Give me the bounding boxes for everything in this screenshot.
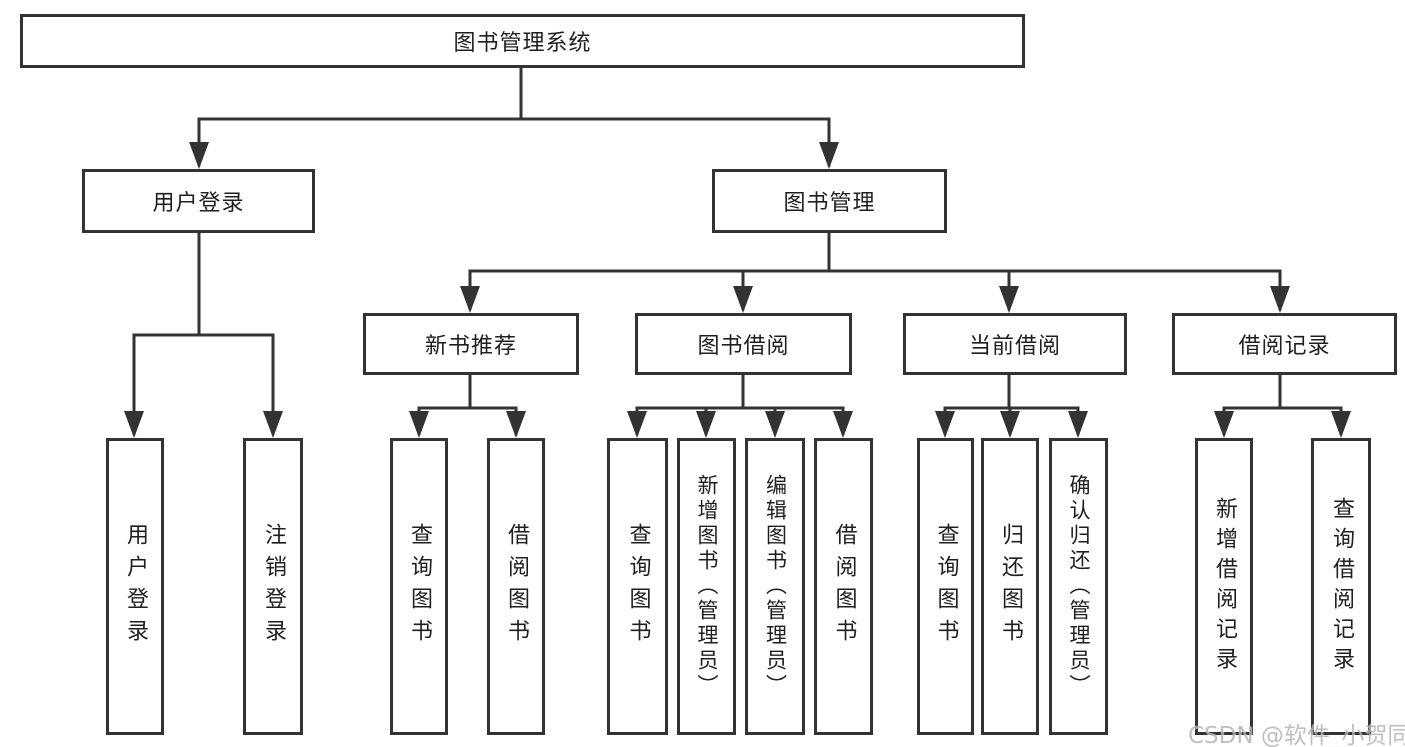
node-book-management-label: 图书管理	[783, 191, 876, 216]
leaf-borrowing-query-books-label: 查询图书	[625, 522, 651, 651]
leaf-borrowing-edit-books-admin: 编辑图书（管理员）	[745, 438, 805, 735]
leaf-borrowing-borrow-books-label: 借阅图书	[831, 522, 857, 651]
leaf-records-add-record: 新增借阅记录	[1195, 438, 1253, 735]
leaf-current-query-books: 查询图书	[917, 438, 974, 735]
leaf-current-return-books-label: 归还图书	[998, 522, 1023, 651]
connector-lines	[132, 68, 1343, 435]
leaf-recommend-query-books-label: 查询图书	[407, 522, 432, 651]
node-current-borrowing: 当前借阅	[903, 313, 1127, 375]
node-book-borrowing-label: 图书借阅	[697, 334, 790, 359]
leaf-borrowing-add-books-admin-label: 新增图书（管理员）	[695, 474, 719, 699]
node-system: 图书管理系统	[20, 14, 1025, 68]
leaf-logout: 注销登录	[243, 438, 303, 735]
node-new-book-recommend: 新书推荐	[363, 313, 579, 375]
csdn-watermark: CSDN @软件_小贺同学	[1188, 723, 1405, 747]
leaf-records-add-record-label: 新增借阅记录	[1212, 496, 1237, 677]
leaf-recommend-borrow-books-label: 借阅图书	[504, 522, 529, 651]
leaf-records-query-record-label: 查询借阅记录	[1329, 496, 1354, 677]
leaf-records-query-record: 查询借阅记录	[1311, 438, 1371, 735]
leaf-user-login-label: 用户登录	[123, 522, 148, 651]
leaf-borrowing-edit-books-admin-label: 编辑图书（管理员）	[763, 474, 788, 699]
leaf-borrowing-borrow-books: 借阅图书	[814, 438, 873, 735]
arrowhead-icons	[124, 142, 1351, 438]
leaf-current-query-books-label: 查询图书	[933, 522, 959, 651]
leaf-current-return-books: 归还图书	[981, 438, 1039, 735]
leaf-borrowing-query-books: 查询图书	[607, 438, 668, 735]
leaf-recommend-query-books: 查询图书	[390, 438, 448, 735]
node-user-login: 用户登录	[82, 169, 315, 233]
node-book-management: 图书管理	[712, 169, 947, 233]
leaf-recommend-borrow-books: 借阅图书	[487, 438, 545, 735]
node-system-label: 图书管理系统	[453, 31, 592, 56]
node-borrowing-records: 借阅记录	[1172, 313, 1397, 375]
node-book-borrowing: 图书借阅	[635, 313, 852, 375]
node-current-borrowing-label: 当前借阅	[968, 334, 1061, 359]
leaf-current-confirm-return-admin-label: 确认归还（管理员）	[1067, 474, 1091, 699]
leaf-borrowing-add-books-admin: 新增图书（管理员）	[677, 438, 736, 735]
node-new-book-recommend-label: 新书推荐	[424, 334, 517, 359]
leaf-current-confirm-return-admin: 确认归还（管理员）	[1049, 438, 1108, 735]
node-user-login-label: 用户登录	[152, 191, 245, 216]
leaf-user-login: 用户登录	[106, 438, 164, 735]
node-borrowing-records-label: 借阅记录	[1238, 334, 1331, 359]
leaf-logout-label: 注销登录	[261, 522, 286, 651]
